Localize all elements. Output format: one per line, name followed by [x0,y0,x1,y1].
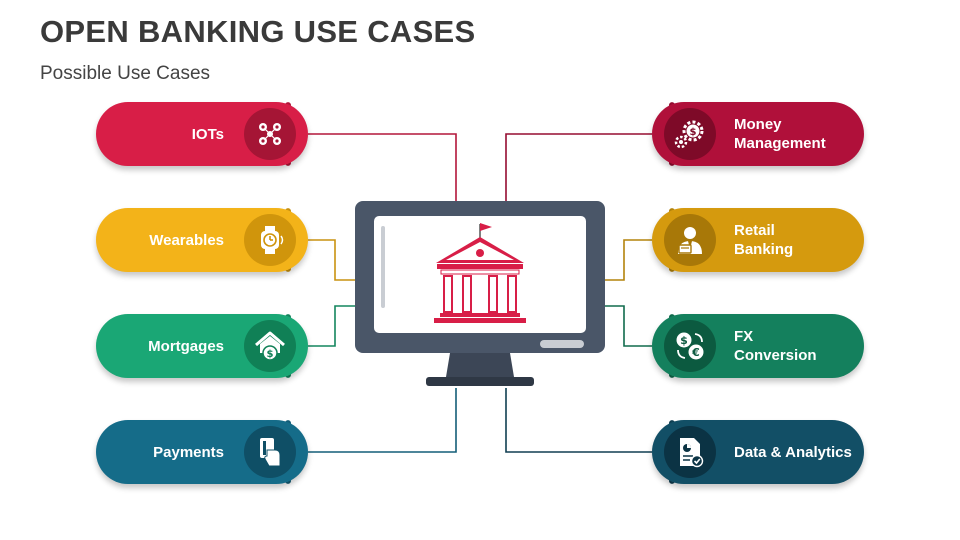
use-case-label: Wearables [149,231,224,249]
use-case-mortgages[interactable]: Mortgages $ [96,314,308,378]
use-case-label: IOTs [191,125,224,143]
card-payment-icon [244,426,296,478]
use-case-label: Mortgages [148,337,224,355]
svg-text:$: $ [680,334,688,347]
banker-icon [664,214,716,266]
use-case-data-analytics[interactable]: Data & Analytics [652,420,864,484]
smartwatch-icon [244,214,296,266]
monitor-base [426,377,534,386]
house-dollar-icon: $ [244,320,296,372]
use-case-wearables[interactable]: Wearables [96,208,308,272]
svg-text:$: $ [690,127,697,138]
connector-wearables [308,239,356,281]
use-case-iots[interactable]: IOTs [96,102,308,166]
connector-fx [604,305,652,347]
svg-text:€: € [691,346,700,359]
gears-dollar-icon: $ [664,108,716,160]
use-case-payments[interactable]: Payments [96,420,308,484]
monitor-neck [446,353,514,377]
connector-data [505,388,652,453]
report-check-icon [664,426,716,478]
connector-lines [308,133,652,453]
monitor-scrollbar [381,226,385,308]
use-case-label: Data & Analytics [734,443,852,461]
page-subtitle: Possible Use Cases [40,63,211,84]
currency-exchange-icon: $ € [664,320,716,372]
connector-money [505,133,652,202]
connector-payments [308,388,457,453]
iot-devices-icon [244,108,296,160]
svg-text:$: $ [267,349,274,360]
connector-mortgages [308,305,356,347]
connector-iots [308,133,457,202]
monitor-button [540,340,584,348]
connector-retail [604,239,652,281]
bank-building-icon [434,223,526,323]
use-case-label: Payments [153,443,224,461]
page-title: OPEN BANKING USE CASES [40,14,476,49]
